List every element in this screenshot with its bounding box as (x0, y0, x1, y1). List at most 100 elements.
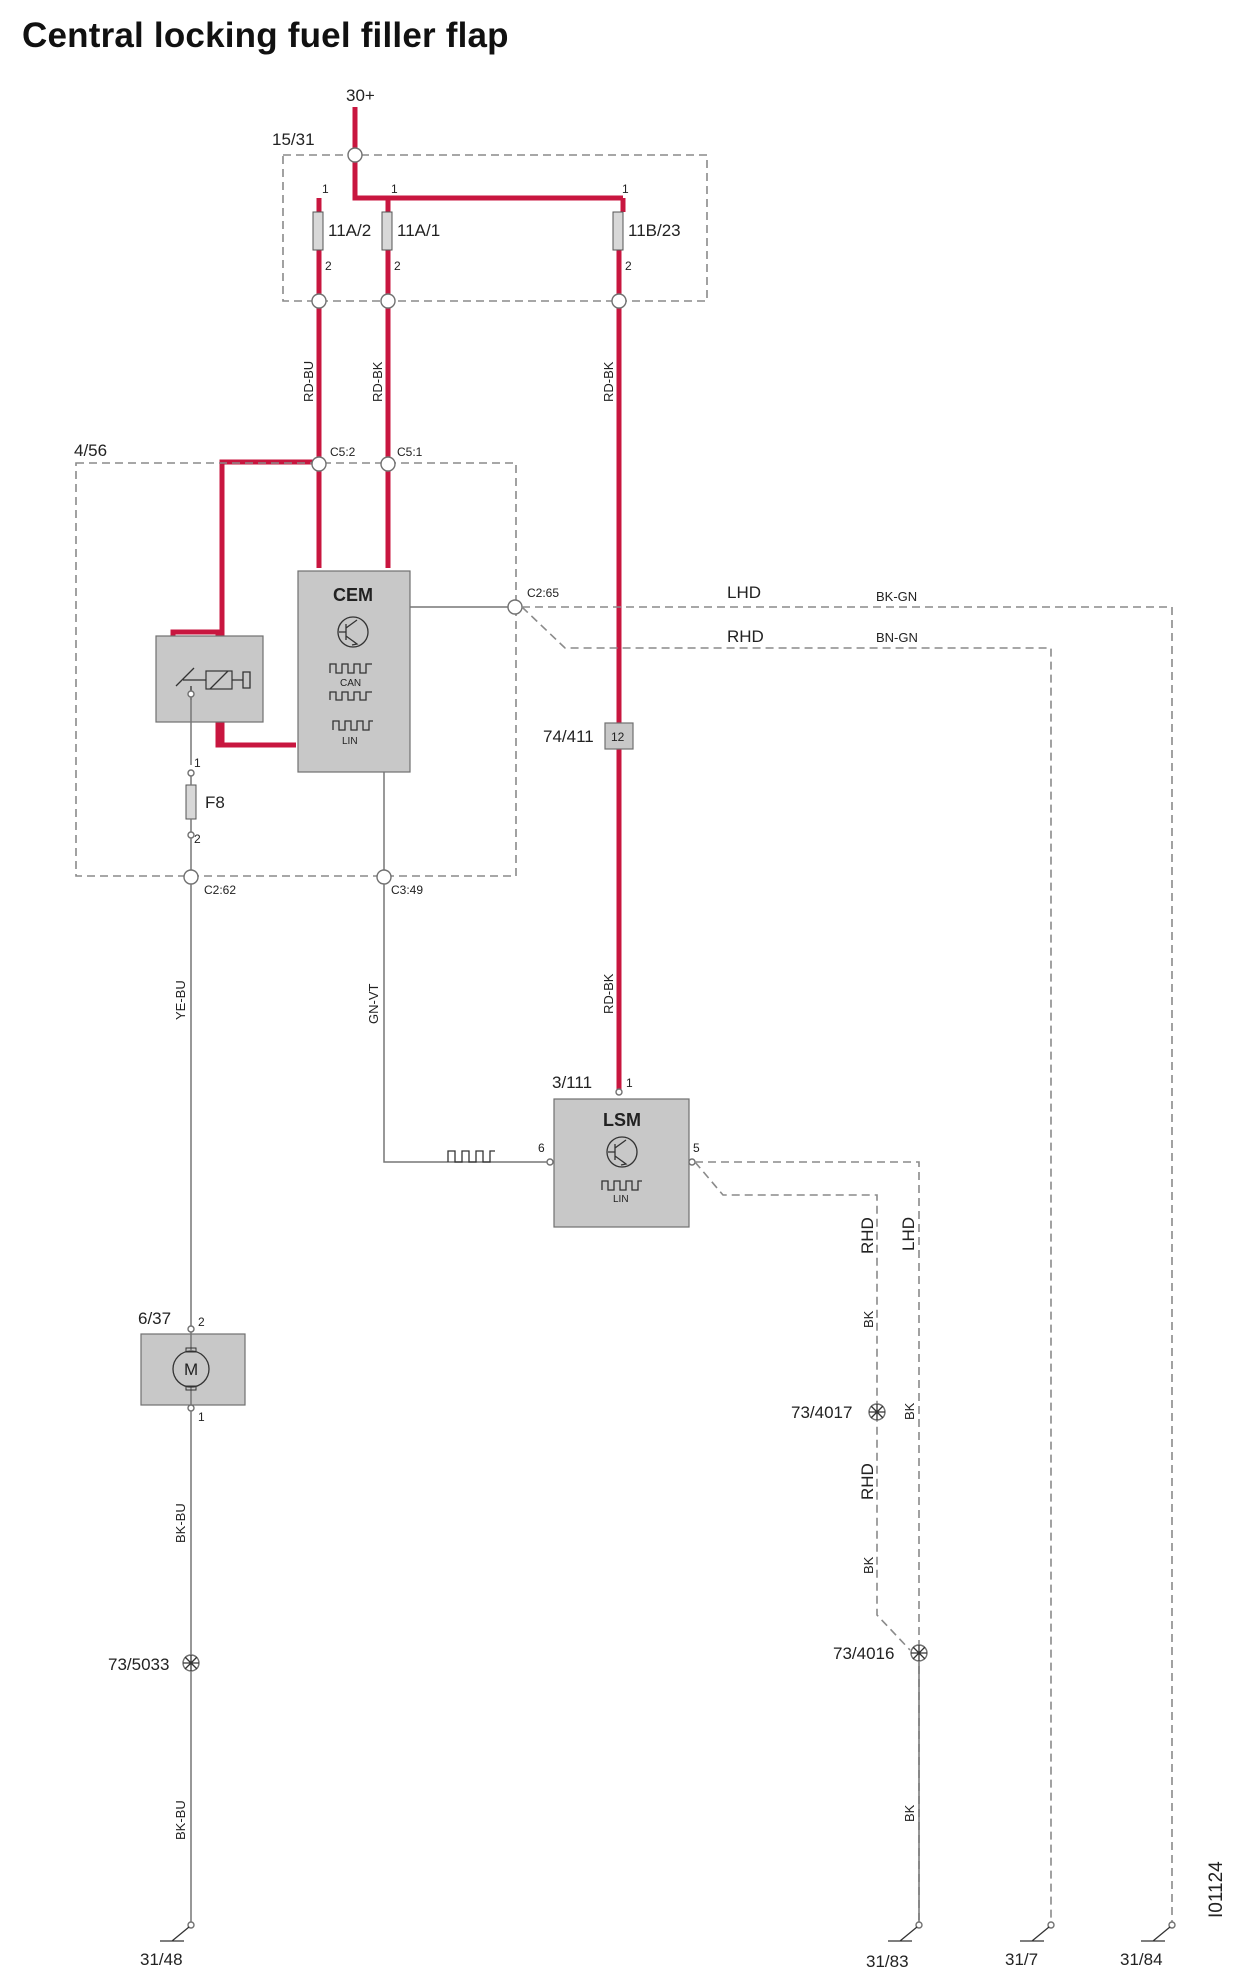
fuses: 11A/2 11A/1 11B/23 1 1 1 2 2 2 (312, 182, 681, 273)
wire-label-bk: BK (861, 1556, 876, 1574)
splice-73-4016: 73/4016 (833, 1644, 928, 1663)
wire-bn-gn-rhd (521, 606, 1052, 1922)
wire-label-bk-bu: BK-BU (173, 1503, 188, 1543)
fuse-11b23-icon (612, 211, 624, 251)
variant-label-rhd: RHD (858, 1463, 877, 1500)
connector-node-c2-65 (507, 599, 523, 615)
lsm-module-label: LSM (603, 1110, 641, 1130)
connector-label-c3-49: C3:49 (391, 883, 423, 897)
diagram-title: Central locking fuel filler flap (22, 16, 509, 55)
transistor-icon (606, 1136, 638, 1168)
fuse-label-11b23: 11B/23 (628, 221, 681, 240)
connector-node-c5-2 (311, 456, 327, 472)
wire-label-bk-gn: BK-GN (876, 589, 917, 604)
motor: 6/37 2 M 1 (138, 1309, 246, 1424)
connector-node (380, 293, 396, 309)
wire-bk-lhd (695, 1161, 920, 1920)
lsm-pin-6: 6 (538, 1141, 545, 1155)
wire-label-bn-gn: BN-GN (876, 630, 918, 645)
lsm-module-box (553, 1098, 690, 1228)
variant-label-lhd: LHD (727, 583, 761, 602)
fuse-pin-label: 2 (394, 259, 401, 273)
svg-text:2: 2 (198, 1315, 205, 1329)
can-bus-icon (329, 691, 372, 701)
connector-label-c5-2: C5:2 (330, 445, 356, 459)
wire-label-bk: BK (902, 1804, 917, 1822)
splice-73-4017: 73/4017 (791, 1403, 886, 1422)
fuse-pin-label: 1 (622, 182, 629, 196)
fuse-f8: 1 F8 2 (185, 756, 225, 876)
relay-contact (187, 690, 195, 698)
motor-icon (172, 1350, 210, 1388)
splice-label-73-4017: 73/4017 (791, 1403, 852, 1422)
motor-label: 6/37 (138, 1309, 171, 1328)
lsm-module: 3/111 LSM LIN 1 6 5 (538, 1073, 700, 1228)
connector-74-411: 12 74/411 (543, 722, 634, 750)
lin-label: LIN (342, 736, 358, 747)
transistor-icon (337, 616, 369, 648)
cem-module: CEM CAN LIN (297, 570, 411, 773)
connector-label-74-411: 74/411 (543, 727, 594, 746)
connector-label-c2-65: C2:65 (527, 586, 559, 600)
cem-box-outline (75, 462, 517, 877)
fuse-box-outline (282, 154, 708, 302)
connector-node-c2-62 (183, 869, 199, 885)
fuse-11a2-icon (312, 211, 324, 251)
connector-node-c3-49 (376, 869, 392, 885)
connector-label-c2-62: C2:62 (204, 883, 236, 897)
cem-box-label: 4/56 (74, 441, 107, 460)
ground-icon (1020, 1926, 1050, 1942)
fuse-pin-label: 1 (391, 182, 398, 196)
cem-module-label: CEM (333, 585, 373, 605)
ground-icon (160, 1926, 190, 1942)
fuse-11a1-icon (381, 211, 393, 251)
splice-label-73-5033: 73/5033 (108, 1655, 169, 1674)
can-bus-icon (329, 663, 372, 674)
lin-bus-icon (332, 720, 373, 731)
variant-label-rhd: RHD (858, 1217, 877, 1254)
lin-bus-icon (447, 1150, 495, 1163)
wire-label-ye-bu: YE-BU (173, 980, 188, 1020)
lsm-pin-5: 5 (693, 1141, 700, 1155)
ground-31-83: 31/83 (866, 1921, 923, 1971)
wire-label-bk-bu: BK-BU (173, 1800, 188, 1840)
fuse-f8-icon (185, 784, 197, 820)
connector-node (311, 293, 327, 309)
fuse-box-label: 15/31 (272, 130, 315, 149)
ground-label-31-84: 31/84 (1120, 1950, 1163, 1969)
lsm-pin-1: 1 (626, 1076, 633, 1090)
ground-label-31-7: 31/7 (1005, 1950, 1038, 1969)
connector-label-c5-1: C5:1 (397, 445, 423, 459)
splice-73-5033: 73/5033 (108, 1654, 200, 1674)
svg-text:1: 1 (194, 756, 201, 770)
fuse-label-11a2: 11A/2 (328, 221, 371, 240)
connector-node (347, 147, 363, 163)
fuse-box-nodes (311, 147, 627, 309)
wire-label-rd-bk: RD-BK (370, 361, 385, 402)
lin-bus-icon (601, 1180, 642, 1191)
ground-label-31-48: 31/48 (140, 1950, 183, 1969)
wire-label-rd-bk: RD-BK (601, 973, 616, 1014)
ground-icon (1141, 1926, 1171, 1942)
fuse-box: 15/31 30+ (272, 86, 708, 302)
fuse-f8-label: F8 (205, 793, 225, 812)
relay (155, 635, 264, 723)
fuse-feed-wires (316, 198, 626, 212)
fuse-pin-label: 2 (625, 259, 632, 273)
wire-label-rd-bk: RD-BK (601, 361, 616, 402)
can-label: CAN (340, 678, 361, 689)
wire-label-bk: BK (902, 1402, 917, 1420)
lsm-box-label: 3/111 (552, 1073, 592, 1092)
ground-31-7: 31/7 (1005, 1921, 1055, 1969)
supply-wire (352, 107, 623, 201)
ground-icon (888, 1926, 918, 1942)
connector-node (611, 293, 627, 309)
connector-node-c5-1 (380, 456, 396, 472)
svg-text:2: 2 (194, 832, 201, 846)
svg-text:1: 1 (198, 1410, 205, 1424)
fuse-pin-label: 2 (325, 259, 332, 273)
variant-label-rhd: RHD (727, 627, 764, 646)
relay-box (155, 635, 264, 723)
wire-label-rd-bu: RD-BU (301, 361, 316, 402)
